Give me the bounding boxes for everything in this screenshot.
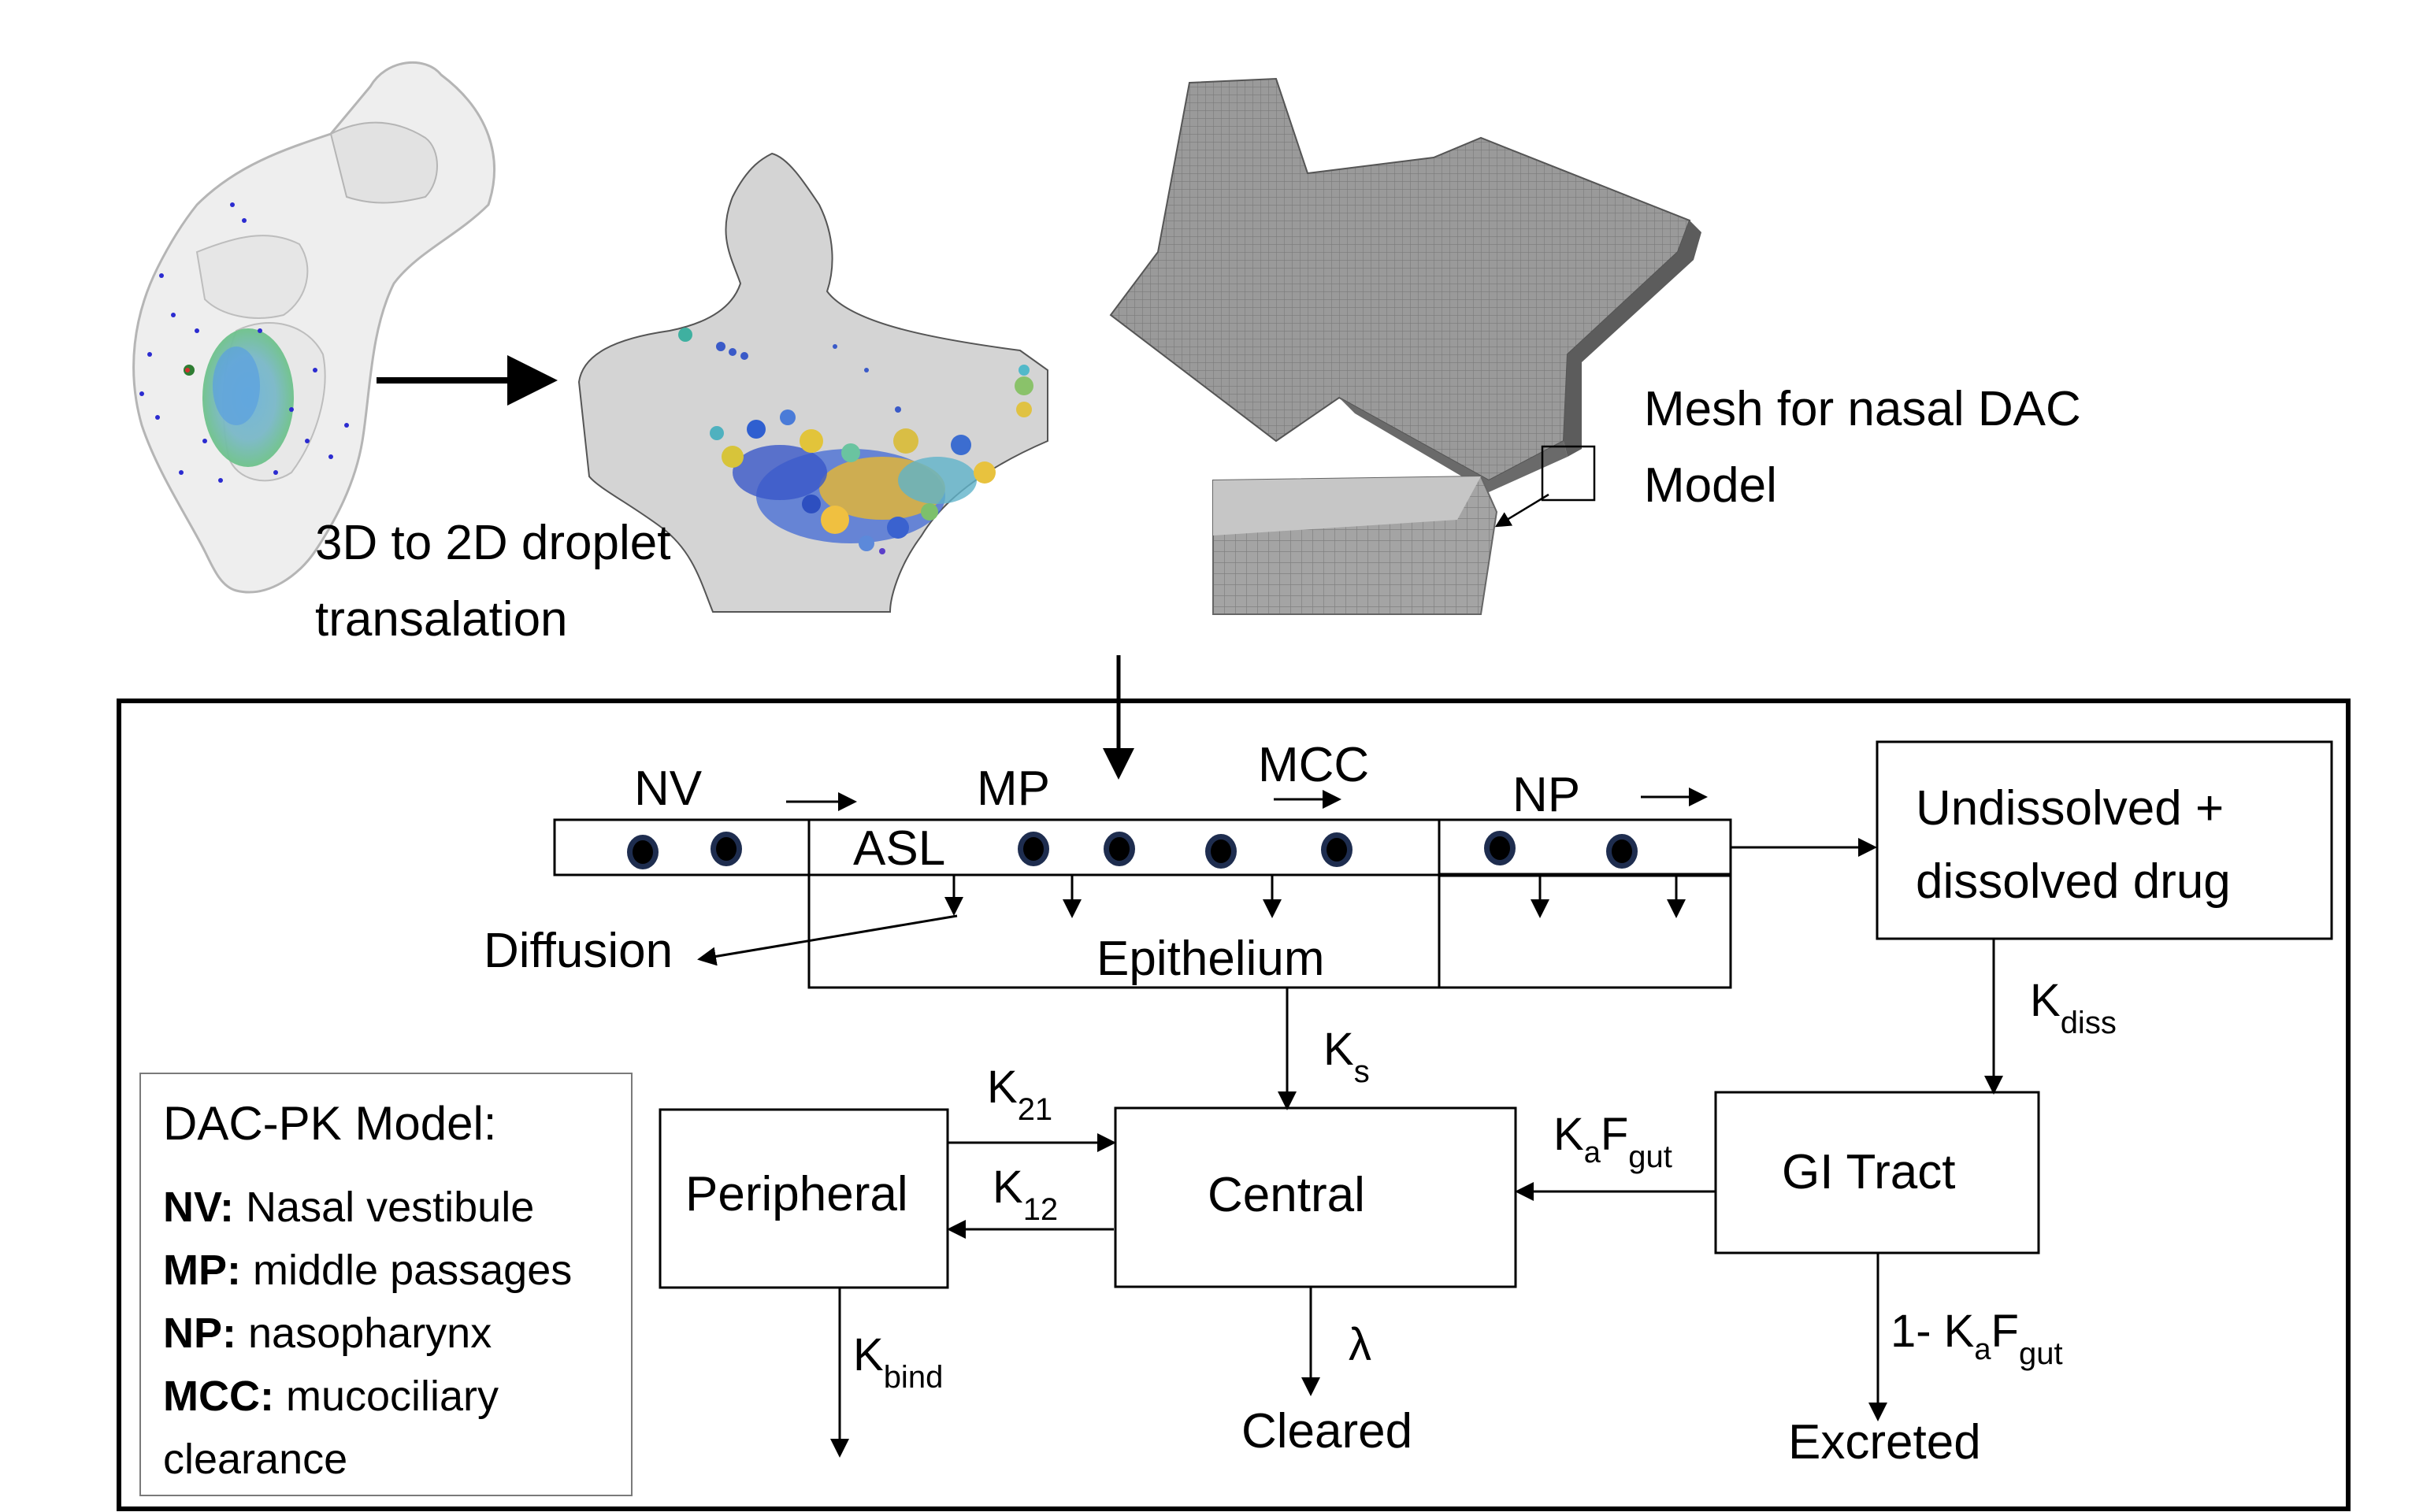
mesh-caption-line1: Mesh for nasal DAC	[1644, 382, 2081, 436]
undissolved-drug-box	[1876, 740, 2333, 940]
central-label: Central	[1208, 1168, 1365, 1222]
k-diss-label: Kdiss	[2030, 975, 2117, 1040]
label-mcc: MCC	[1258, 738, 1369, 792]
legend: DAC-PK Model: NV: Nasal vestibule MP: mi…	[139, 1073, 633, 1496]
k-21-label: K21	[987, 1062, 1052, 1127]
droplet-map-2d-image	[577, 152, 1048, 613]
excretion-rate-label: 1- KaFgut	[1891, 1306, 2063, 1371]
legend-item: MP: middle passages	[163, 1247, 572, 1294]
label-epithelium: Epithelium	[1096, 932, 1324, 986]
droplet	[1321, 832, 1353, 867]
legend-item-continuation: clearance	[163, 1436, 347, 1483]
droplet-cluster	[678, 328, 1033, 554]
k-12-label: K12	[993, 1162, 1058, 1227]
legend-title: DAC-PK Model:	[163, 1097, 496, 1150]
nasal-cavity-3d-image	[132, 61, 495, 594]
label-nv: NV	[634, 762, 703, 816]
legend-item: MCC: mucociliary	[163, 1373, 499, 1420]
droplet	[711, 832, 742, 866]
legend-item: NP: nasopharynx	[163, 1310, 492, 1357]
translation-caption-line1: 3D to 2D droplet	[315, 516, 670, 570]
droplet	[1205, 834, 1237, 869]
droplet	[1104, 832, 1135, 866]
droplet	[627, 835, 659, 869]
excreted-label: Excreted	[1788, 1415, 1981, 1469]
lambda-label: λ	[1349, 1319, 1371, 1370]
gi-tract-label: GI Tract	[1782, 1145, 1955, 1199]
droplet	[1018, 832, 1049, 866]
peripheral-box	[659, 1108, 949, 1289]
ka-fgut-label: KaFgut	[1553, 1109, 1672, 1174]
translation-caption-line2: transalation	[315, 592, 568, 647]
legend-item: NV: Nasal vestibule	[163, 1184, 534, 1231]
label-np: NP	[1512, 768, 1580, 822]
droplet	[1606, 834, 1638, 869]
label-mp: MP	[977, 762, 1050, 816]
label-asl: ASL	[853, 821, 945, 876]
diffusion-arrow	[697, 914, 958, 966]
mesh-caption-line2: Model	[1644, 458, 1777, 513]
k-s-label: Ks	[1323, 1024, 1370, 1089]
k-bind-label: Kbind	[853, 1329, 943, 1395]
np-epithelium-box	[1438, 873, 1732, 989]
undissolved-label-line1: Undissolved +	[1916, 781, 2224, 836]
droplet	[1484, 831, 1516, 865]
peripheral-label: Peripheral	[685, 1167, 908, 1221]
legend-box	[139, 1073, 633, 1496]
mesh-3d-image	[1109, 77, 1701, 615]
model-frame	[117, 699, 2351, 1511]
asl-droplets	[627, 831, 1638, 869]
undissolved-label-line2: dissolved drug	[1916, 854, 2231, 909]
mesh-zoom-box	[1541, 445, 1596, 502]
cleared-label: Cleared	[1241, 1404, 1412, 1458]
label-diffusion: Diffusion	[484, 924, 673, 978]
